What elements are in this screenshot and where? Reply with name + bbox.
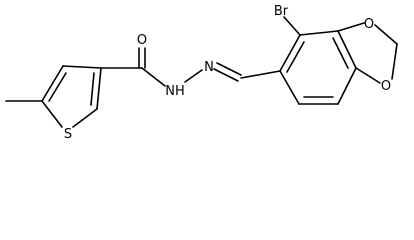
atom-label-sulfur: S [64,127,72,142]
bond-nh-n [184,69,203,83]
bond-thiophene-s-c5 [41,100,63,128]
atom-label-dioxole-oxygen-top: O [364,17,374,32]
bond-thiophene-c2-s [72,108,98,128]
bond-benzene-c2-c3 [299,30,339,36]
structure-drawing: O NH N Br O O S [5,4,398,142]
bond-ch2-o-bottom [391,43,398,80]
atom-label-bromine: Br [274,4,289,19]
atom-label-nh: NH [165,84,185,99]
bond-ch-ring [240,70,281,79]
bond-benzene-c4-c5 [337,67,357,105]
bond-benzene-c1-c2 [279,34,301,72]
molecule-diagram: O NH N Br O O S [5,4,398,142]
bond-benzene-c6-c1 [279,70,300,105]
bond-o-top-ch2 [374,24,398,45]
bond-c3-o-top [337,22,365,32]
bond-carbonyl-nh [141,67,166,87]
bond-thiophene-c4-c3 [62,65,102,69]
bond-o-bottom-c4 [355,67,381,84]
atom-label-imine-nitrogen: N [204,60,214,75]
bond-thiophene-c5-c4 [41,65,64,102]
atom-label-carbonyl-oxygen: O [137,33,147,48]
bond-thiophene-c3-c2-inner [90,72,95,106]
bond-c2-bromine [283,16,301,36]
bond-benzene-c3-c4-inner [332,37,349,69]
bond-benzene-c3-c4 [337,30,357,69]
atom-label-dioxole-oxygen-bottom: O [381,79,391,94]
bond-n-ch-double-a [216,62,242,76]
bond-benzene-c1-c2-inner [286,41,305,73]
bond-thiophene-c5-c4-inner [48,72,67,102]
bond-thiophene-c3-c2 [96,67,102,110]
bond-n-ch-double-b [213,68,239,82]
